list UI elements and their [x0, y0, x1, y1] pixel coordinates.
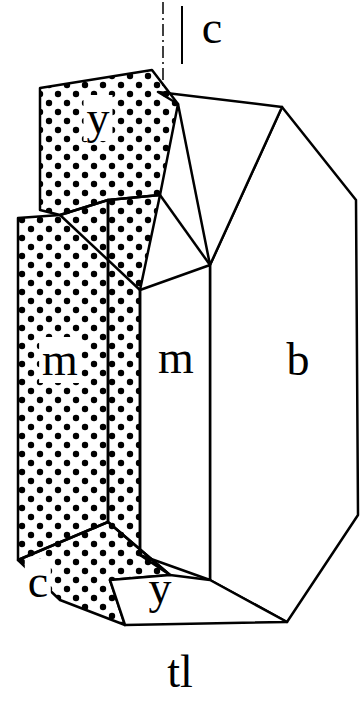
inner-edge — [160, 195, 210, 265]
face-label: y — [146, 565, 175, 611]
face-label: y — [84, 95, 113, 141]
m-face — [140, 265, 210, 580]
y-face-bottom — [110, 575, 287, 625]
face-label: b — [284, 337, 313, 383]
face-label: m — [155, 335, 197, 381]
leader-line — [181, 6, 183, 64]
c-face-top — [158, 92, 282, 265]
m-strip — [108, 195, 170, 575]
m-face-twin — [18, 200, 108, 560]
y-face-top — [40, 70, 178, 215]
inner-edge — [60, 215, 140, 290]
face-label: m — [39, 337, 81, 383]
axis-line — [162, 2, 164, 90]
face-label: c — [199, 5, 225, 51]
face-label: c — [25, 559, 51, 605]
caption-label: tl — [164, 649, 196, 695]
